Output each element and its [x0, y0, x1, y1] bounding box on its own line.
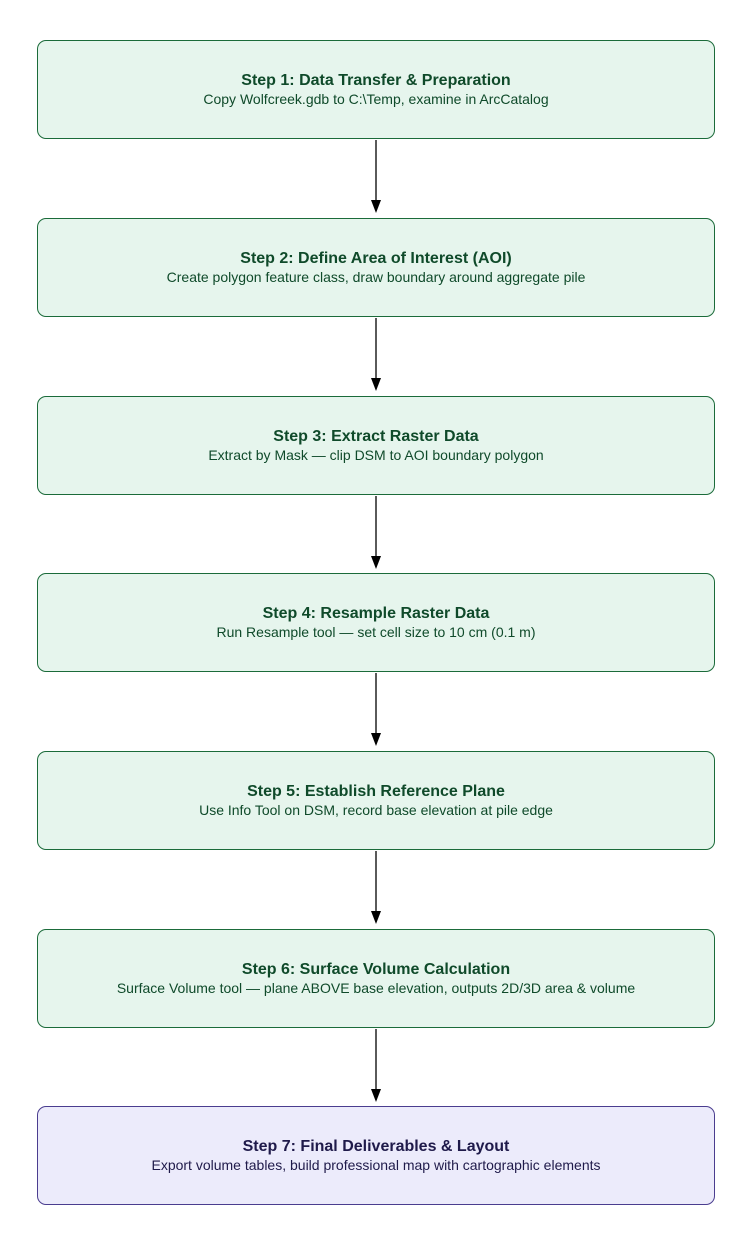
step-4-box: Step 4: Resample Raster Data Run Resampl…: [37, 573, 715, 672]
step-7-title: Step 7: Final Deliverables & Layout: [242, 1138, 510, 1155]
step-6-box: Step 6: Surface Volume Calculation Surfa…: [37, 929, 715, 1028]
connector-5-6: [371, 851, 381, 924]
step-1-title: Step 1: Data Transfer & Preparation: [241, 72, 511, 89]
step-7-box: Step 7: Final Deliverables & Layout Expo…: [37, 1106, 715, 1205]
connector-1-2: [371, 140, 381, 213]
step-5-title: Step 5: Establish Reference Plane: [247, 783, 505, 800]
step-5-description: Use Info Tool on DSM, record base elevat…: [199, 802, 553, 818]
step-3-box: Step 3: Extract Raster Data Extract by M…: [37, 396, 715, 495]
connector-3-4: [371, 496, 381, 569]
step-2-box: Step 2: Define Area of Interest (AOI) Cr…: [37, 218, 715, 317]
step-4-description: Run Resample tool — set cell size to 10 …: [216, 624, 536, 640]
step-1-description: Copy Wolfcreek.gdb to C:\Temp, examine i…: [203, 91, 549, 107]
connector-4-5: [371, 673, 381, 746]
step-7-description: Export volume tables, build professional…: [151, 1157, 601, 1173]
step-6-title: Step 6: Surface Volume Calculation: [241, 961, 511, 978]
step-1-box: Step 1: Data Transfer & Preparation Copy…: [37, 40, 715, 139]
connector-6-7: [371, 1029, 381, 1102]
step-2-title: Step 2: Define Area of Interest (AOI): [240, 250, 512, 267]
step-6-description: Surface Volume tool — plane ABOVE base e…: [116, 980, 636, 996]
connector-2-3: [371, 318, 381, 391]
step-5-box: Step 5: Establish Reference Plane Use In…: [37, 751, 715, 850]
step-4-title: Step 4: Resample Raster Data: [262, 605, 490, 622]
step-3-description: Extract by Mask — clip DSM to AOI bounda…: [208, 447, 544, 463]
step-2-description: Create polygon feature class, draw bound…: [166, 269, 586, 285]
step-3-title: Step 3: Extract Raster Data: [273, 428, 479, 445]
